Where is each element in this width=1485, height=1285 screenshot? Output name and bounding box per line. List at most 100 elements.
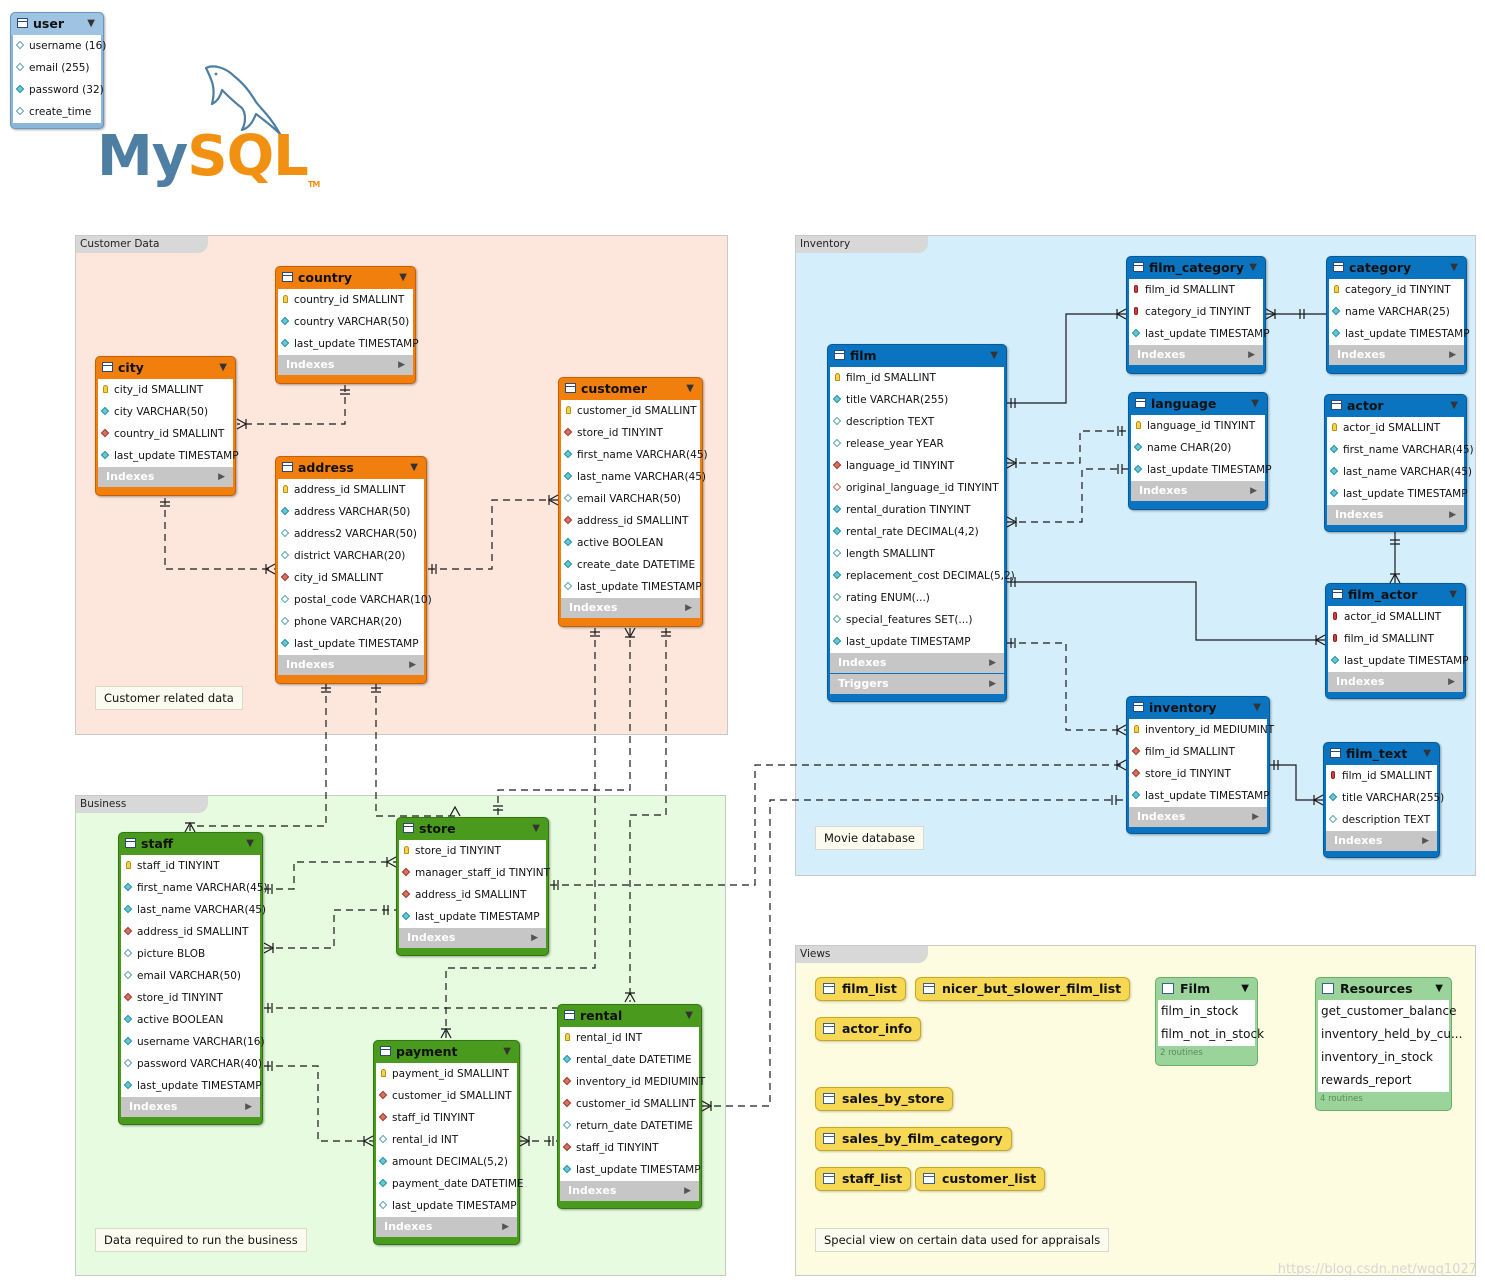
column[interactable]: language_id TINYINT xyxy=(1131,415,1265,437)
column[interactable]: rental_rate DECIMAL(4,2) xyxy=(830,521,1004,543)
column[interactable]: phone VARCHAR(20) xyxy=(278,611,424,633)
indexes-section[interactable]: Indexes▶ xyxy=(121,1097,260,1117)
column[interactable]: district VARCHAR(20) xyxy=(278,545,424,567)
column[interactable]: last_update TIMESTAMP xyxy=(1329,323,1470,345)
indexes-section[interactable]: Indexes▶ xyxy=(1327,505,1464,525)
column[interactable]: address_id SMALLINT xyxy=(278,479,424,501)
expand-arrow-icon[interactable]: ▶ xyxy=(685,603,692,613)
column[interactable]: last_update TIMESTAMP xyxy=(278,633,424,655)
column[interactable]: last_update TIMESTAMP xyxy=(121,1075,262,1097)
routine-item[interactable]: get_customer_balance xyxy=(1321,1004,1457,1018)
column[interactable]: customer_id SMALLINT xyxy=(560,1093,699,1115)
column[interactable]: actor_id SMALLINT xyxy=(1328,606,1463,628)
column[interactable]: film_id SMALLINT xyxy=(1129,279,1263,301)
column[interactable]: staff_id TINYINT xyxy=(376,1107,517,1129)
column[interactable]: film_id SMALLINT xyxy=(1129,741,1267,763)
table-header[interactable]: film_actor▼ xyxy=(1326,584,1465,606)
column[interactable]: last_update TIMESTAMP xyxy=(1129,785,1270,807)
collapse-icon[interactable]: ▼ xyxy=(1450,262,1458,273)
routine-item[interactable]: rewards_report xyxy=(1321,1073,1412,1087)
column[interactable]: last_update TIMESTAMP xyxy=(1328,650,1469,672)
column[interactable]: staff_id TINYINT xyxy=(560,1137,699,1159)
column[interactable]: picture BLOB xyxy=(121,943,260,965)
collapse-icon[interactable]: ▼ xyxy=(1435,983,1443,994)
note-views[interactable]: Special view on certain data used for ap… xyxy=(815,1228,1110,1252)
column[interactable]: manager_staff_id TINYINT xyxy=(399,862,550,884)
column[interactable]: film_id SMALLINT xyxy=(1326,765,1437,787)
table-payment[interactable]: payment▼ payment_id SMALLINT customer_id… xyxy=(373,1040,524,1245)
column[interactable]: last_name VARCHAR(45) xyxy=(561,466,706,488)
expand-arrow-icon[interactable]: ▶ xyxy=(398,360,405,370)
routine-item[interactable]: inventory_in_stock xyxy=(1321,1050,1433,1064)
view-nicer-but-slower-film-list[interactable]: nicer_but_slower_film_list xyxy=(915,977,1131,1001)
column[interactable]: customer_id SMALLINT xyxy=(561,400,700,422)
table-header[interactable]: inventory▼ xyxy=(1127,697,1269,719)
column[interactable]: title VARCHAR(255) xyxy=(1326,787,1444,809)
column[interactable]: last_update TIMESTAMP xyxy=(98,445,239,467)
column[interactable]: return_date DATETIME xyxy=(560,1115,699,1137)
column[interactable]: address_id SMALLINT xyxy=(399,884,546,906)
indexes-section[interactable]: Indexes▶ xyxy=(1129,345,1263,365)
triggers-section[interactable]: Triggers▶ xyxy=(830,674,1004,694)
column[interactable]: password VARCHAR(40) xyxy=(121,1053,262,1075)
expand-arrow-icon[interactable]: ▶ xyxy=(245,1102,252,1112)
column[interactable]: category_id TINYINT xyxy=(1129,301,1263,323)
routine-group-film[interactable]: Film▼ film_in_stock film_not_in_stock 2 … xyxy=(1155,977,1265,1066)
column[interactable]: address_id SMALLINT xyxy=(121,921,260,943)
expand-arrow-icon[interactable]: ▶ xyxy=(409,660,416,670)
table-header[interactable]: rental▼ xyxy=(558,1005,701,1027)
indexes-section[interactable]: Indexes▶ xyxy=(376,1217,517,1237)
collapse-icon[interactable]: ▼ xyxy=(686,383,694,394)
column[interactable]: city_id SMALLINT xyxy=(98,379,233,401)
table-header[interactable]: film_text▼ xyxy=(1324,743,1439,765)
column[interactable]: rental_id INT xyxy=(560,1027,699,1049)
collapse-icon[interactable]: ▼ xyxy=(685,1010,693,1021)
routine-group-resources[interactable]: Resources▼ get_customer_balance inventor… xyxy=(1315,977,1463,1111)
note-customer[interactable]: Customer related data xyxy=(95,686,243,710)
table-header[interactable]: actor▼ xyxy=(1325,395,1466,417)
column[interactable]: special_features SET(...) xyxy=(830,609,1004,631)
indexes-section[interactable]: Indexes▶ xyxy=(1131,481,1265,501)
collapse-icon[interactable]: ▼ xyxy=(1423,748,1431,759)
view-actor-info[interactable]: actor_info xyxy=(815,1017,922,1041)
expand-arrow-icon[interactable]: ▶ xyxy=(684,1186,691,1196)
column[interactable]: email VARCHAR(50) xyxy=(121,965,260,987)
column[interactable]: store_id TINYINT xyxy=(561,422,700,444)
column[interactable]: create_time xyxy=(13,101,101,123)
column[interactable]: replacement_cost DECIMAL(5,2) xyxy=(830,565,1015,587)
expand-arrow-icon[interactable]: ▶ xyxy=(502,1222,509,1232)
column[interactable]: film_id SMALLINT xyxy=(1328,628,1463,650)
column[interactable]: actor_id SMALLINT xyxy=(1327,417,1464,439)
table-country[interactable]: country▼ country_id SMALLINT country VAR… xyxy=(275,266,419,384)
collapse-icon[interactable]: ▼ xyxy=(1450,400,1458,411)
column[interactable]: film_id SMALLINT xyxy=(830,367,1004,389)
table-rental[interactable]: rental▼ rental_id INT rental_date DATETI… xyxy=(557,1004,705,1209)
expand-arrow-icon[interactable]: ▶ xyxy=(1422,836,1429,846)
expand-arrow-icon[interactable]: ▶ xyxy=(1449,510,1456,520)
indexes-section[interactable]: Indexes▶ xyxy=(399,928,546,948)
column[interactable]: last_update TIMESTAMP xyxy=(560,1159,701,1181)
routine-item[interactable]: film_not_in_stock xyxy=(1161,1027,1265,1041)
expand-arrow-icon[interactable]: ▶ xyxy=(531,933,538,943)
column[interactable]: rental_id INT xyxy=(376,1129,517,1151)
column[interactable]: country_id SMALLINT xyxy=(278,289,413,311)
collapse-icon[interactable]: ▼ xyxy=(399,272,407,283)
indexes-section[interactable]: Indexes▶ xyxy=(278,655,424,675)
column[interactable]: password (32) xyxy=(13,79,104,101)
collapse-icon[interactable]: ▼ xyxy=(990,350,998,361)
expand-arrow-icon[interactable]: ▶ xyxy=(1250,486,1257,496)
routine-item[interactable]: inventory_held_by_cu... xyxy=(1321,1027,1463,1041)
column[interactable]: staff_id TINYINT xyxy=(121,855,260,877)
column[interactable]: payment_date DATETIME xyxy=(376,1173,524,1195)
collapse-icon[interactable]: ▼ xyxy=(410,462,418,473)
table-store[interactable]: store▼ store_id TINYINT manager_staff_id… xyxy=(396,817,550,956)
table-staff[interactable]: staff▼ staff_id TINYINT first_name VARCH… xyxy=(118,832,268,1125)
indexes-section[interactable]: Indexes▶ xyxy=(1329,345,1464,365)
column[interactable]: last_update TIMESTAMP xyxy=(1129,323,1270,345)
table-language[interactable]: language▼ language_id TINYINT name CHAR(… xyxy=(1128,392,1272,510)
column[interactable]: address_id SMALLINT xyxy=(561,510,700,532)
column[interactable]: name VARCHAR(25) xyxy=(1329,301,1464,323)
column[interactable]: description TEXT xyxy=(1326,809,1437,831)
table-header[interactable]: film_category▼ xyxy=(1127,257,1265,279)
expand-arrow-icon[interactable]: ▶ xyxy=(218,472,225,482)
